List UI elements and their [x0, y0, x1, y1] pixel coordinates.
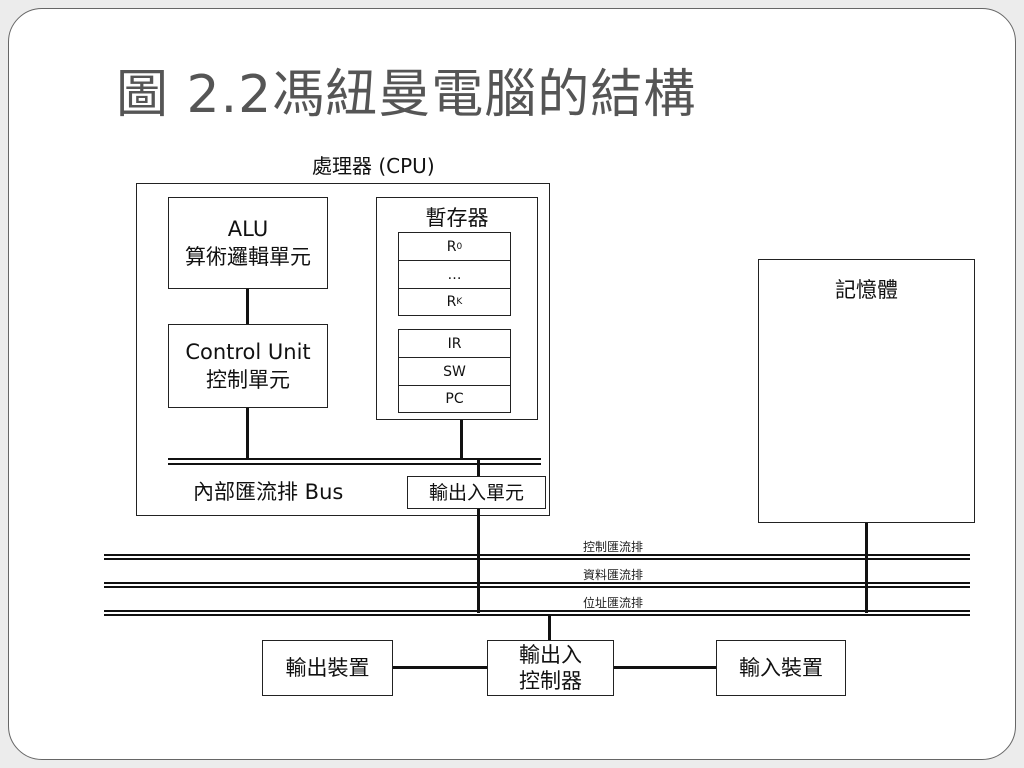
memory-box: 記憶體	[758, 259, 975, 523]
register-pc: PC	[445, 391, 464, 407]
register-ellipsis-text: …	[447, 266, 462, 283]
io-unit-label: 輸出入單元	[428, 481, 524, 504]
output-controller-connector	[393, 666, 487, 669]
bus-controller-connector	[548, 614, 551, 640]
register-ellipsis: …	[399, 261, 510, 289]
output-device-label: 輸出裝置	[285, 656, 370, 680]
cu-bus-connector	[246, 408, 249, 460]
alu-cu-connector	[246, 289, 249, 324]
control-bus-line-top	[104, 554, 970, 556]
internal-bus-label: 內部匯流排 Bus	[193, 480, 344, 504]
io-controller-box: 輸出入 控制器	[487, 640, 614, 696]
special-registers: IR SW PC	[398, 329, 511, 413]
register-sw: SW	[399, 358, 510, 386]
control-unit-box: Control Unit 控制單元	[168, 324, 328, 408]
alu-box: ALU 算術邏輯單元	[168, 197, 328, 289]
memory-label: 記憶體	[835, 278, 898, 302]
input-device-label: 輸入裝置	[739, 656, 823, 680]
controller-input-connector	[614, 666, 716, 669]
cpu-label: 處理器 (CPU)	[312, 154, 435, 178]
internal-bus-line-top	[168, 458, 541, 460]
data-bus-label: 資料匯流排	[583, 568, 644, 582]
register-rk-name: R	[446, 294, 457, 310]
output-device-box: 輸出裝置	[262, 640, 393, 696]
slide-title: 圖 2.2馮紐曼電腦的結構	[116, 65, 697, 125]
control-unit-label-zh: 控制單元	[206, 368, 290, 392]
io-controller-label-2: 控制器	[519, 669, 582, 693]
data-bus-line-bottom	[104, 586, 970, 588]
alu-label-en: ALU	[227, 217, 269, 241]
registers-title: 暫存器	[425, 206, 489, 230]
io-unit-system-bus-connector	[477, 509, 480, 613]
data-bus-line-top	[104, 582, 970, 584]
control-bus-label: 控制匯流排	[583, 540, 644, 554]
input-device-box: 輸入裝置	[716, 640, 846, 696]
register-r0-name: R	[446, 238, 457, 255]
io-controller-label-1: 輸出入	[519, 643, 582, 667]
internal-bus-line-bottom	[168, 463, 541, 465]
bus-io-unit-connector	[477, 460, 480, 476]
alu-label-zh: 算術邏輯單元	[185, 245, 311, 269]
control-bus-line-bottom	[104, 558, 970, 560]
register-ir: IR	[399, 330, 510, 358]
registers-bus-connector	[460, 420, 463, 460]
register-rk-sub: K	[456, 297, 463, 307]
control-unit-label-en: Control Unit	[185, 340, 311, 364]
address-bus-label: 位址匯流排	[583, 596, 644, 610]
io-unit-box: 輸出入單元	[407, 476, 546, 509]
address-bus-line-bottom	[104, 614, 970, 616]
register-r0-sub: 0	[456, 241, 463, 252]
address-bus-line-top	[104, 610, 970, 612]
memory-bus-connector	[865, 523, 868, 613]
